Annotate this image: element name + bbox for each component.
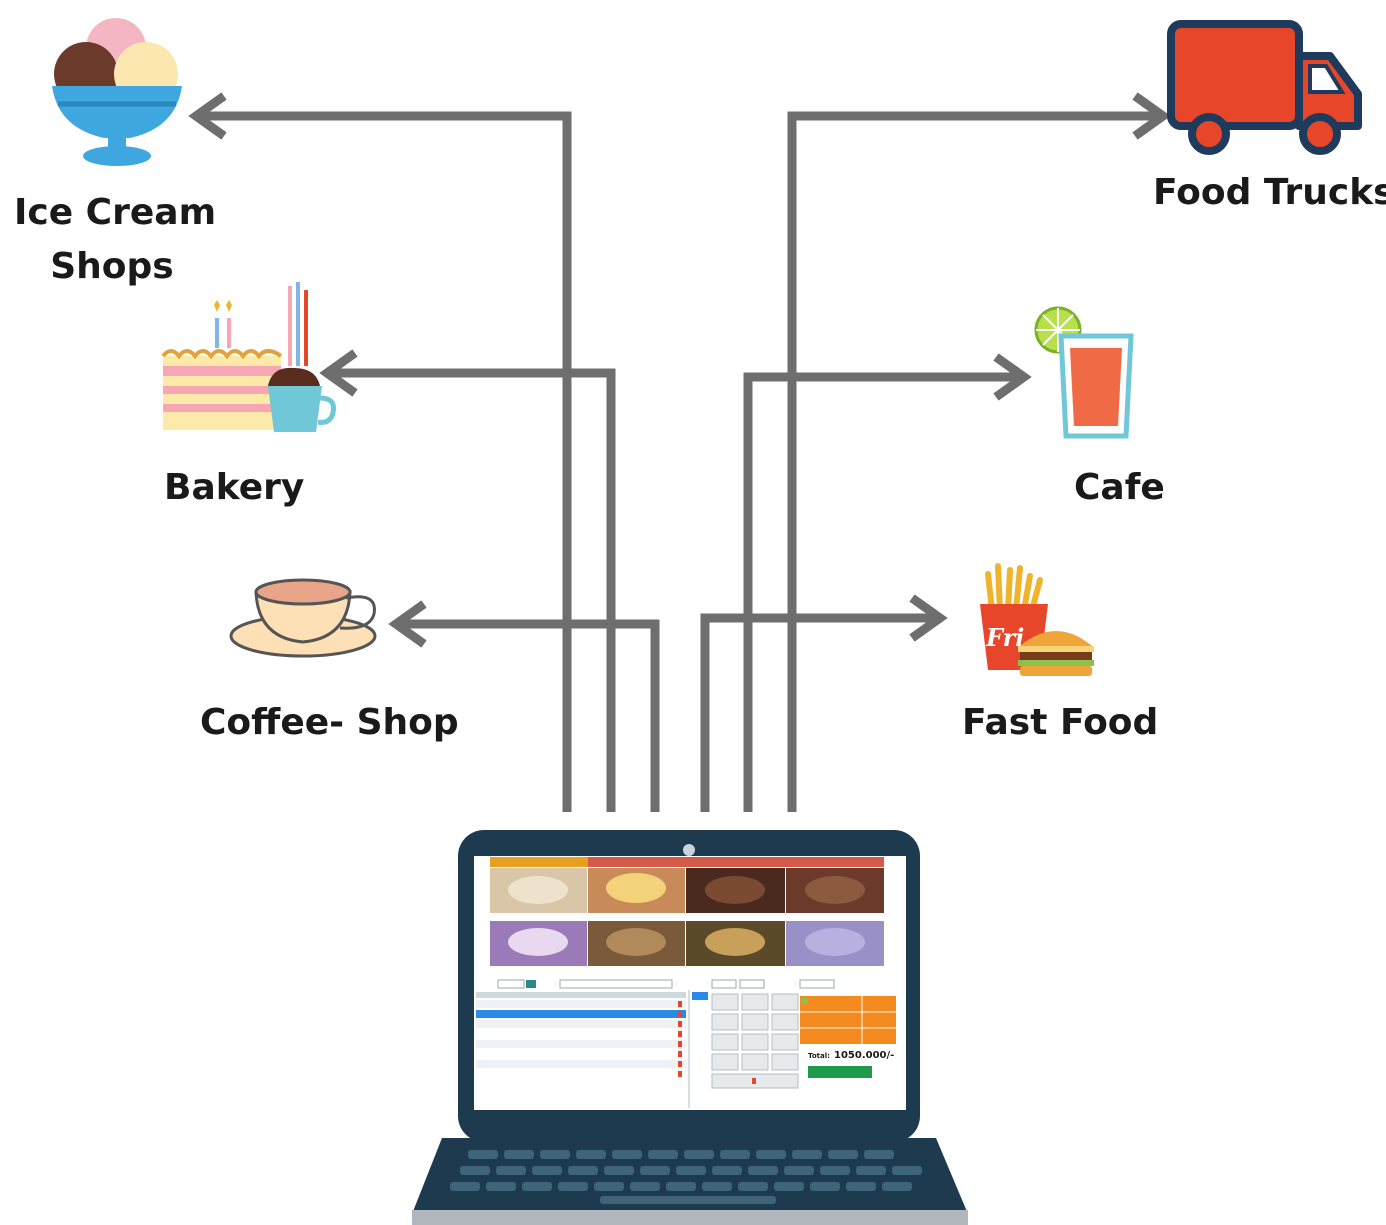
connector-fast-food xyxy=(700,613,940,812)
connector-bakery xyxy=(327,368,616,812)
arrowhead-fast-food xyxy=(909,594,948,642)
connector-ice-cream xyxy=(196,111,572,812)
connector-lines xyxy=(188,92,1171,812)
connector-cafe xyxy=(743,372,1024,812)
connector-food-trucks xyxy=(787,111,1163,812)
label-ice-cream-line2: Shops xyxy=(50,246,174,287)
laptop-icon xyxy=(458,830,920,1142)
ice-cream-icon xyxy=(52,18,182,166)
arrowhead-coffee-shop xyxy=(388,600,427,648)
cake-icon xyxy=(161,282,336,432)
label-ice-cream-line1: Ice Cream xyxy=(14,192,217,233)
pos-total-label: Total: xyxy=(808,1052,830,1060)
pos-total-value: 1050.000/- xyxy=(834,1050,894,1061)
label-food-trucks: Food Trucks xyxy=(1153,172,1386,213)
arrowhead-ice-cream xyxy=(188,92,227,140)
connector-coffee-shop xyxy=(396,619,660,812)
label-ice-cream-shops: Ice Cream Shops xyxy=(14,186,217,294)
label-cafe: Cafe xyxy=(1074,467,1165,508)
fast-food-icon: Fri xyxy=(980,563,1094,676)
arrowhead-cafe xyxy=(993,353,1032,401)
arrowhead-bakery xyxy=(319,349,358,397)
svg-text:Fri: Fri xyxy=(985,623,1024,652)
laptop-keyboard xyxy=(412,1134,968,1225)
label-coffee-shop: Coffee- Shop xyxy=(200,702,459,743)
food-truck-icon xyxy=(1167,20,1362,155)
label-bakery: Bakery xyxy=(164,467,305,508)
coffee-cup-icon xyxy=(229,578,377,658)
arrowhead-food-trucks xyxy=(1132,92,1171,140)
label-fast-food: Fast Food xyxy=(962,702,1159,743)
juice-glass-icon xyxy=(1034,306,1134,439)
